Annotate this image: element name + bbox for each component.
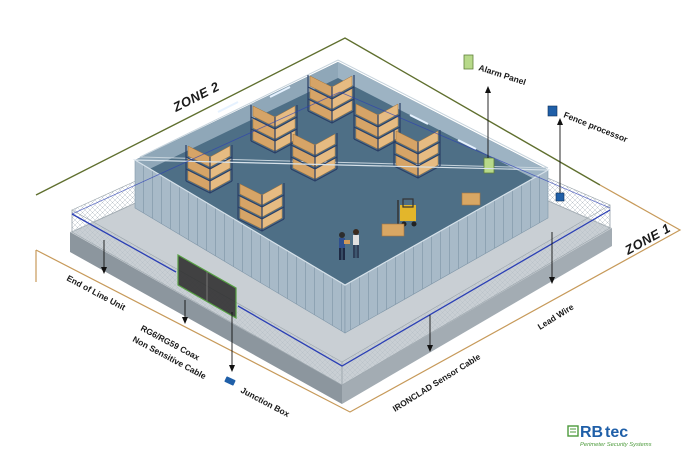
- zone-2-boundary: [35, 37, 601, 196]
- junction-box-label: Junction Box: [239, 385, 291, 419]
- sensor-cable: [71, 91, 611, 367]
- callout-leaders: [101, 86, 563, 372]
- storage-rack: [307, 75, 355, 124]
- workers: [339, 229, 359, 260]
- junction-box-device: [224, 376, 236, 386]
- zone-1-label: ZONE 1: [621, 220, 673, 258]
- fence-processor-icon: [547, 105, 558, 117]
- perimeter-gate: [177, 253, 237, 320]
- logo-brand-suffix: tec: [605, 424, 628, 441]
- storage-rack: [250, 105, 298, 154]
- fence-processor-device: [555, 192, 565, 202]
- alarm-panel-label: Alarm Panel: [477, 62, 527, 87]
- storage-rack: [290, 133, 338, 182]
- storage-rack: [237, 183, 285, 232]
- storage-racks: [185, 75, 441, 232]
- alarm-panel-device: [483, 157, 495, 174]
- rbtec-logo: RB tec Perimeter Security Systems: [567, 424, 652, 448]
- warehouse-front-walls: [132, 159, 551, 334]
- fence-processor-label: Fence processor: [562, 110, 629, 145]
- storage-rack: [393, 130, 441, 179]
- logo-brand-prefix: RB: [580, 424, 603, 441]
- alarm-panel-icon: [463, 54, 474, 70]
- logo-tagline: Perimeter Security Systems: [580, 442, 652, 448]
- zone-1-boundary: [35, 184, 682, 413]
- forklift: [381, 192, 481, 237]
- zone-2-label: ZONE 2: [170, 79, 222, 116]
- storage-rack: [353, 103, 401, 152]
